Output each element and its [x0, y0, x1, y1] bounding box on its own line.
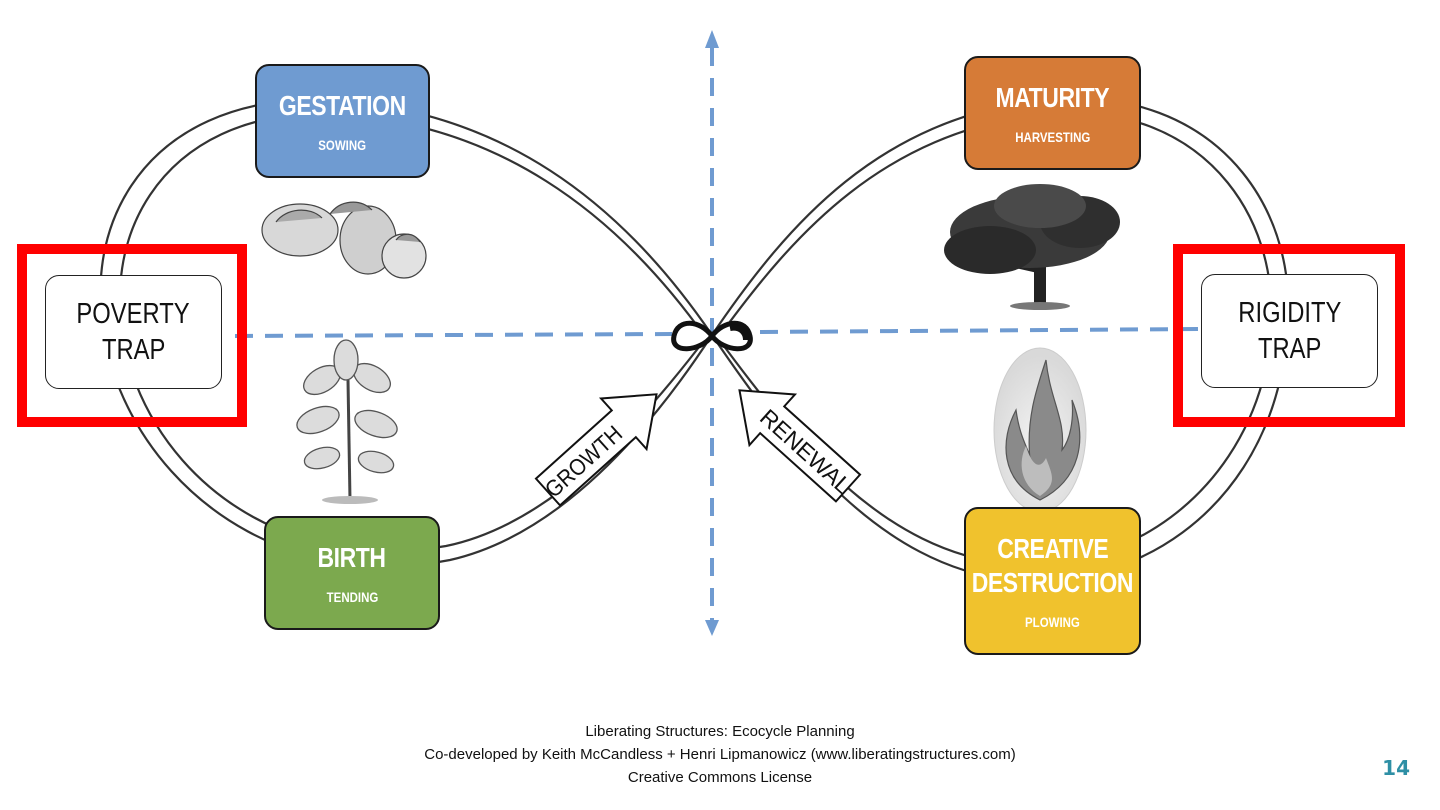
poverty-trap-line1: POVERTY: [76, 298, 191, 330]
gestation-box: GESTATION SOWING: [255, 64, 430, 178]
rigidity-trap-line1: RIGIDITY: [1237, 297, 1342, 329]
birth-box: BIRTH TENDING: [264, 516, 440, 630]
page-number: 14: [1382, 756, 1410, 780]
creative-destruction-title-line2: DESTRUCTION: [971, 567, 1134, 598]
gestation-title: GESTATION: [279, 90, 406, 121]
growth-arrow: GROWTH: [534, 393, 658, 507]
acorns-illustration: [261, 201, 427, 279]
birth-title: BIRTH: [317, 542, 387, 573]
creative-destruction-subtitle: PLOWING: [1025, 614, 1080, 630]
creative-destruction-box: CREATIVE DESTRUCTION PLOWING: [964, 507, 1141, 655]
poverty-trap-line2: TRAP: [101, 334, 166, 366]
maturity-box: MATURITY HARVESTING: [964, 56, 1141, 170]
footer-line-3: Creative Commons License: [627, 769, 813, 786]
maturity-title: MATURITY: [995, 82, 1110, 113]
birth-subtitle: TENDING: [326, 589, 378, 605]
infinity-symbol-icon: [671, 320, 753, 352]
growth-label: GROWTH: [540, 420, 628, 503]
renewal-arrow: RENEWAL: [738, 389, 862, 503]
footer-line-1: Liberating Structures: Ecocycle Planning: [585, 723, 855, 740]
poverty-trap-box: POVERTY TRAP: [45, 275, 222, 389]
rigidity-trap-line2: TRAP: [1257, 333, 1322, 365]
maturity-subtitle: HARVESTING: [1014, 129, 1091, 145]
creative-destruction-title-line1: CREATIVE: [996, 533, 1109, 564]
fire-illustration: [993, 347, 1087, 513]
horizontal-axis: [234, 327, 1201, 338]
oak-sapling-illustration: [296, 339, 398, 504]
renewal-label: RENEWAL: [755, 404, 856, 499]
poverty-trap-highlight: [17, 244, 247, 427]
rigidity-trap-highlight: [1173, 244, 1405, 427]
footer-line-2: Co-developed by Keith McCandless + Henri…: [424, 746, 1016, 763]
rigidity-trap-box: RIGIDITY TRAP: [1201, 274, 1378, 388]
gestation-subtitle: SOWING: [318, 137, 367, 153]
oak-tree-illustration: [944, 184, 1120, 310]
